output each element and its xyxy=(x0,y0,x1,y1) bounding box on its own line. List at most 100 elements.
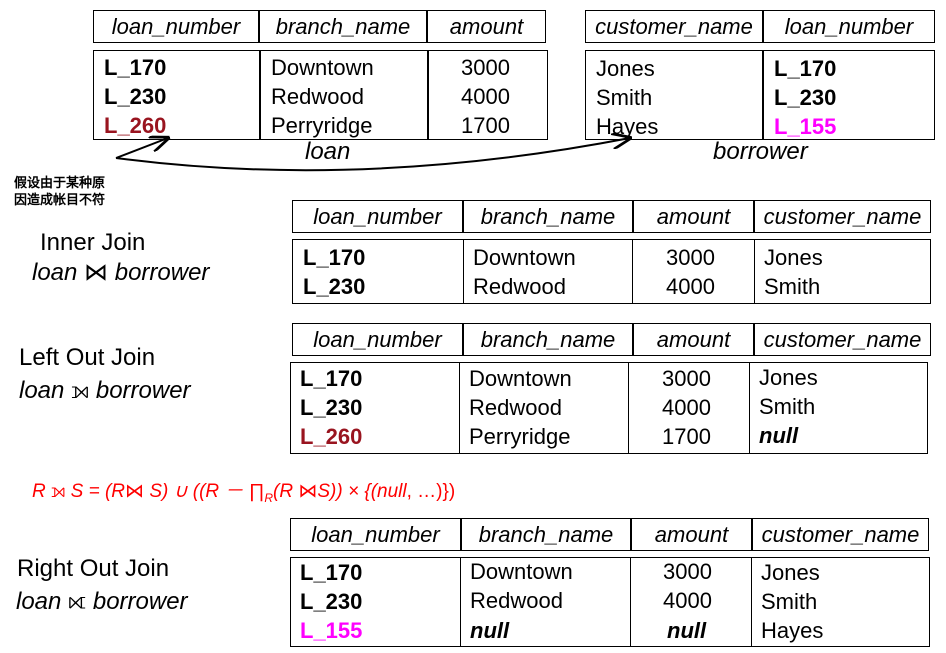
inner-header: branch_name xyxy=(463,200,633,233)
loan-caption: loan xyxy=(305,138,351,165)
arrow-to-loan-key xyxy=(115,138,168,159)
inner-header: customer_name xyxy=(754,200,931,233)
right-cell: 3000 xyxy=(663,559,712,584)
right-cell: Hayes xyxy=(761,618,824,643)
loan-cell: Perryridge xyxy=(271,113,373,138)
right-cell: 4000 xyxy=(663,588,712,613)
inner-divider xyxy=(754,239,755,304)
borrower-header-loan-number: loan_number xyxy=(763,10,935,43)
left-join-expression: loan ⟕ borrower xyxy=(19,377,191,405)
right-cell-mismatch: L_155 xyxy=(300,618,363,643)
loan-cell: L_170 xyxy=(104,55,167,80)
mismatch-note-line: 假设由于某种原 xyxy=(14,176,106,191)
inner-cell: 4000 xyxy=(666,274,715,299)
right-header: loan_number xyxy=(290,518,461,551)
loan-header-amount: amount xyxy=(427,10,546,43)
borrower-header-customer-name: customer_name xyxy=(585,10,763,43)
left-cell: 3000 xyxy=(662,366,711,391)
left-cell: L_170 xyxy=(300,366,363,391)
expr-left: loan xyxy=(16,588,62,615)
loan-col-branch-name: Downtown Redwood Perryridge xyxy=(260,50,428,140)
inner-body xyxy=(292,239,931,304)
inner-header: amount xyxy=(633,200,754,233)
formula-part: , …)}) xyxy=(406,481,456,502)
left-cell: Jones xyxy=(759,365,818,390)
borrower-col-loan-number: L_170 L_230 L_155 xyxy=(763,50,935,140)
right-cell: Downtown xyxy=(470,559,573,584)
expr-right: borrower xyxy=(92,588,188,615)
inner-cell: L_170 xyxy=(303,245,366,270)
loan-col-amount: 3000 4000 1700 xyxy=(428,50,548,140)
right-cell: L_170 xyxy=(300,560,363,585)
left-cell-mismatch: L_260 xyxy=(300,424,363,449)
left-cell: Perryridge xyxy=(469,424,571,449)
inner-join-title: Inner Join xyxy=(40,229,146,256)
loan-header-branch-name: branch_name xyxy=(259,10,427,43)
right-header: branch_name xyxy=(461,518,631,551)
right-cell-null: null xyxy=(667,618,707,643)
formula-part: R xyxy=(32,481,46,502)
loan-cell: Redwood xyxy=(271,84,364,109)
left-outer-join-icon: ⟕ xyxy=(71,377,90,404)
left-cell-null: null xyxy=(759,423,799,448)
left-body xyxy=(290,362,928,454)
borrower-cell: L_170 xyxy=(774,56,837,81)
left-header: customer_name xyxy=(754,323,931,356)
right-cell: Jones xyxy=(761,560,820,585)
loan-cell: 3000 xyxy=(461,55,510,80)
right-header: customer_name xyxy=(752,518,929,551)
expr-left: loan xyxy=(19,377,65,404)
expr-left: loan xyxy=(32,259,78,286)
left-cell: 1700 xyxy=(662,424,711,449)
borrower-cell-mismatch: L_155 xyxy=(774,114,837,139)
right-cell: Redwood xyxy=(470,588,563,613)
left-cell: L_230 xyxy=(300,395,363,420)
expr-right: borrower xyxy=(114,259,210,286)
inner-cell: Smith xyxy=(764,274,821,299)
loan-header-loan-number: loan_number xyxy=(93,10,259,43)
right-cell-null: null xyxy=(470,618,510,643)
loan-cell: L_230 xyxy=(104,84,167,109)
left-cell: Downtown xyxy=(469,366,572,391)
loan-col-loan-number: L_170 L_230 L_260 xyxy=(93,50,260,140)
inner-cell: Downtown xyxy=(473,245,576,270)
inner-cell: Redwood xyxy=(473,274,566,299)
natural-join-icon: ⋈ xyxy=(84,259,109,286)
left-header: loan_number xyxy=(292,323,463,356)
loan-cell: 4000 xyxy=(461,84,510,109)
formula-part: S = (R xyxy=(70,481,126,502)
loan-cell-mismatch: L_260 xyxy=(104,113,167,138)
right-body xyxy=(290,557,930,647)
left-cell: Redwood xyxy=(469,395,562,420)
left-join-title: Left Out Join xyxy=(19,344,156,371)
loan-cell: Downtown xyxy=(271,55,374,80)
inner-header: loan_number xyxy=(292,200,463,233)
left-join-formula: R ⟕ S = (R⋈ S) ∪ ((R － ∏R(R ⋈S)) × {(nul… xyxy=(32,476,455,505)
natural-join-icon: ⋈ xyxy=(125,481,145,502)
borrower-cell: Jones xyxy=(596,56,655,81)
inner-cell: L_230 xyxy=(303,274,366,299)
right-divider xyxy=(460,557,631,647)
left-outer-join-icon: ⟕ xyxy=(51,481,66,502)
borrower-caption: borrower xyxy=(713,138,808,165)
left-cell: Smith xyxy=(759,394,816,419)
formula-subscript: R xyxy=(264,490,274,505)
expr-right: borrower xyxy=(95,377,191,404)
right-cell: L_230 xyxy=(300,589,363,614)
formula-part: S) ∪ ((R － ∏ xyxy=(149,481,265,502)
natural-join-icon: ⋈ xyxy=(298,481,318,502)
arrow-to-borrower-key xyxy=(115,138,630,172)
inner-cell: 3000 xyxy=(666,245,715,270)
inner-divider xyxy=(463,239,633,304)
left-cell: 4000 xyxy=(662,395,711,420)
borrower-col-customer-name: Jones Smith Hayes xyxy=(585,50,763,140)
left-header: branch_name xyxy=(463,323,633,356)
inner-join-expression: loan ⋈ borrower xyxy=(32,258,209,287)
formula-part: S)) × {( xyxy=(317,481,378,502)
right-divider xyxy=(751,557,752,647)
inner-cell: Jones xyxy=(764,245,823,270)
left-divider xyxy=(459,362,629,454)
formula-null: null xyxy=(377,481,407,502)
mismatch-note: 假设由于某种原 因造成帐目不符 xyxy=(14,175,105,209)
right-outer-join-icon: ⟖ xyxy=(68,588,87,615)
